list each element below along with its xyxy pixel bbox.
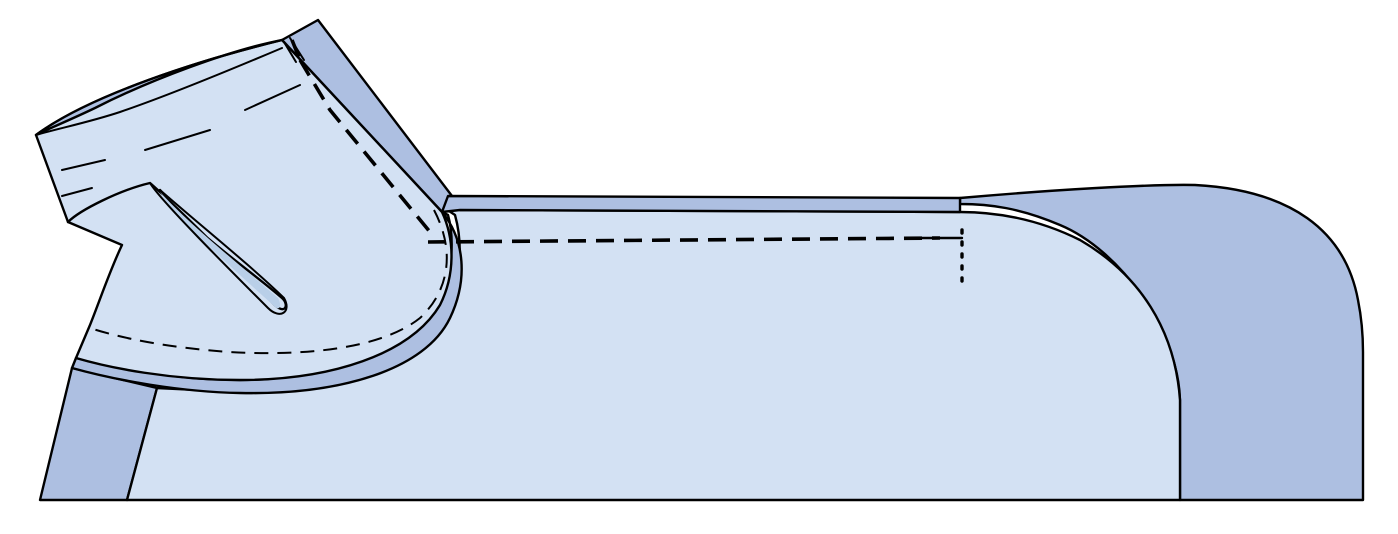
lapel-shadow [160,192,281,309]
top-edge-strip [440,194,962,214]
lapel-fold-line [149,182,288,315]
double-stitch-mark [283,37,305,63]
collar-top-rim-edge [35,47,283,136]
top-topstitch-heavy [427,236,941,244]
back-panel-reverse [958,183,1365,502]
shoulder-seam-dashed [89,209,448,355]
collar-stitch-line-2 [61,187,93,197]
collar-top-rim [34,38,284,137]
collar-stitch-line-1 [61,84,301,171]
